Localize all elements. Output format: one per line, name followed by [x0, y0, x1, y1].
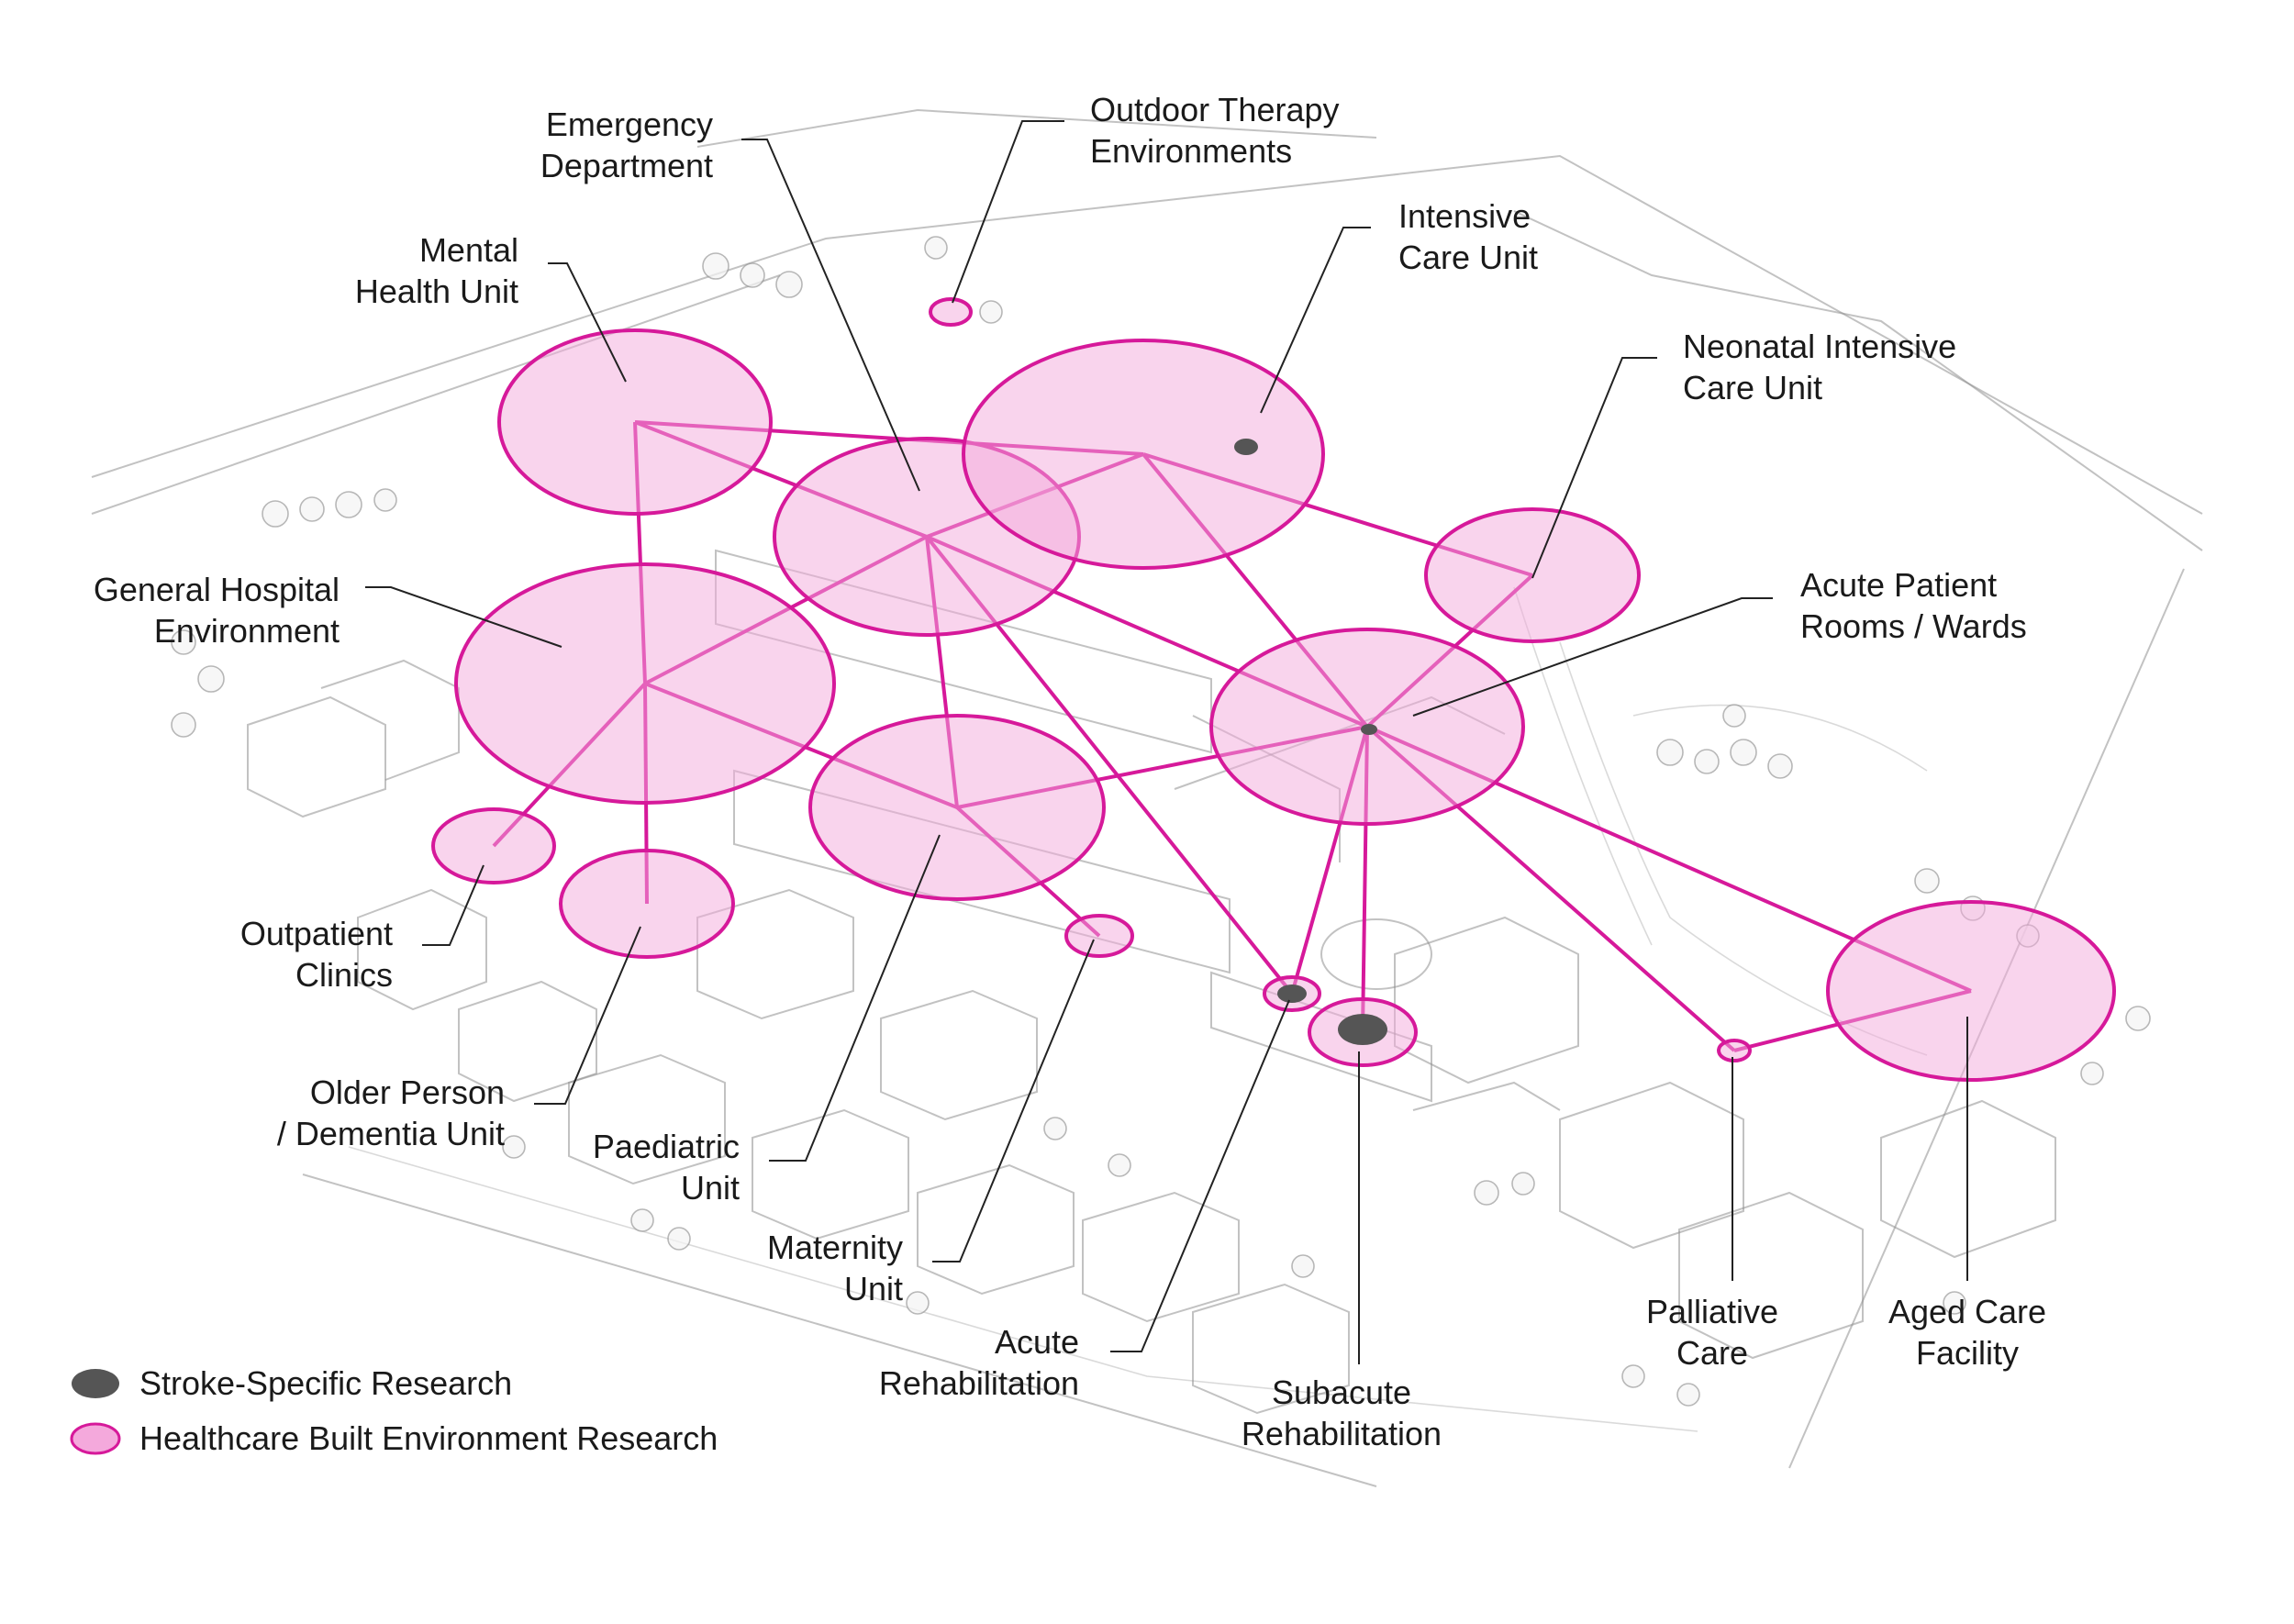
- leader-paediatric: [769, 834, 941, 1162]
- label-line: Aged Care: [1888, 1293, 2046, 1330]
- label-line: Neonatal Intensive: [1683, 328, 1956, 365]
- label-line: Unit: [681, 1169, 740, 1207]
- leader-nicu: [1531, 357, 1657, 579]
- zone-mental: [497, 328, 773, 516]
- zone-maternity: [1064, 914, 1134, 958]
- zone-outdoor: [929, 297, 973, 327]
- research-zones: [431, 297, 2116, 1082]
- leader-mental: [548, 262, 627, 383]
- label-line: Mental: [419, 231, 518, 269]
- leader-acute-wards: [1412, 597, 1773, 717]
- label-line: Outdoor Therapy: [1090, 91, 1340, 128]
- label-line: Rehabilitation: [879, 1364, 1079, 1402]
- label-line: Paediatric: [593, 1128, 740, 1165]
- label-line: / Dementia Unit: [277, 1115, 505, 1152]
- legend: Stroke-Specific Research Healthcare Buil…: [70, 1364, 718, 1457]
- label-line: Environment: [154, 612, 340, 650]
- label-line: Outpatient: [240, 915, 393, 952]
- label-line: Acute Patient: [1800, 566, 1997, 604]
- zone-paediatric: [808, 714, 1106, 901]
- label-line: Rehabilitation: [1242, 1415, 1442, 1452]
- label-line: Maternity: [767, 1229, 903, 1266]
- label-line: Subacute: [1272, 1374, 1411, 1411]
- label-line: Intensive: [1398, 197, 1531, 235]
- leader-emergency: [741, 139, 920, 492]
- stroke-research-dot-acute-rehab: [1277, 984, 1307, 1003]
- leader-outpatient: [422, 864, 484, 946]
- legend-healthcare-label: Healthcare Built Environment Research: [139, 1419, 718, 1457]
- legend-stroke-label: Stroke-Specific Research: [139, 1364, 512, 1402]
- label-line: Emergency: [546, 106, 713, 143]
- label-line: Clinics: [295, 956, 393, 994]
- zone-general: [454, 562, 836, 805]
- leader-icu: [1260, 227, 1371, 414]
- label-line: Facility: [1916, 1334, 2019, 1372]
- label-line: Older Person: [310, 1073, 505, 1111]
- stroke-research-dot-icu: [1234, 439, 1258, 455]
- leader-general: [365, 586, 562, 648]
- label-line: Acute: [995, 1323, 1079, 1361]
- zone-icu: [962, 339, 1325, 570]
- stroke-research-dot-subacute: [1338, 1014, 1387, 1045]
- zone-outpatient: [431, 807, 556, 884]
- label-line: Palliative: [1646, 1293, 1778, 1330]
- label-older: Older Person / Dementia Unit: [277, 1073, 505, 1152]
- leader-acute-rehab: [1110, 999, 1290, 1352]
- zone-older: [559, 849, 735, 959]
- leader-outdoor: [952, 120, 1064, 304]
- stroke-research-dot-acute-wards: [1361, 724, 1377, 735]
- label-line: Rooms / Wards: [1800, 607, 2027, 645]
- zone-palliative: [1717, 1039, 1752, 1062]
- label-line: Care: [1676, 1334, 1748, 1372]
- legend-healthcare-icon: [70, 1422, 121, 1455]
- label-line: Care Unit: [1683, 369, 1822, 406]
- label-line: Environments: [1090, 132, 1292, 170]
- label-line: Department: [540, 147, 713, 184]
- zone-aged: [1826, 900, 2116, 1082]
- leader-older: [534, 926, 641, 1105]
- label-line: General Hospital: [94, 571, 340, 608]
- label-line: Unit: [844, 1270, 903, 1307]
- leader-maternity: [932, 939, 1095, 1262]
- legend-stroke-icon: [72, 1369, 119, 1398]
- leader-lines: [365, 120, 1968, 1364]
- label-line: Care Unit: [1398, 239, 1538, 276]
- campus-sketch-background: [91, 108, 2203, 1487]
- label-line: Health Unit: [355, 273, 518, 310]
- zone-nicu: [1424, 507, 1641, 643]
